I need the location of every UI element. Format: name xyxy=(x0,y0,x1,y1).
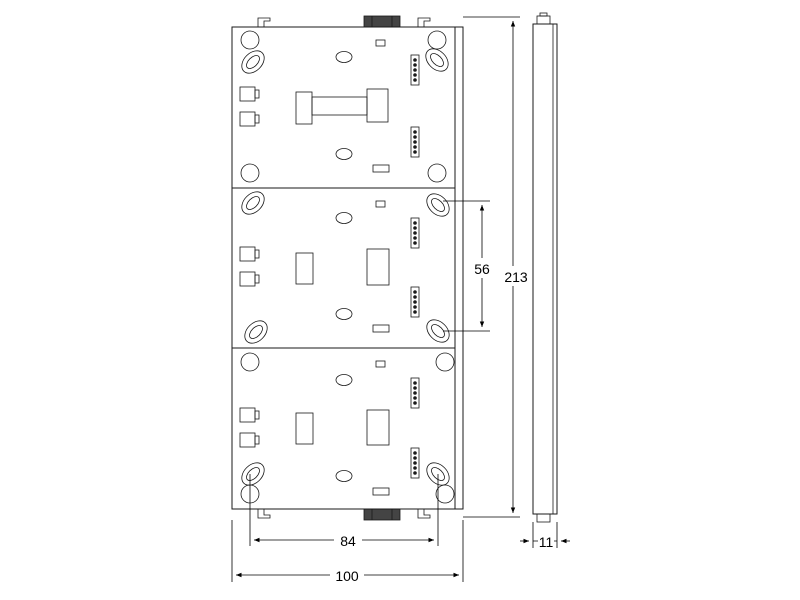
module-top xyxy=(231,26,456,189)
bottom-left-clip xyxy=(257,509,271,519)
dimension-hole-spacing-vertical: 56 xyxy=(443,200,494,332)
dimension-11-label: 11 xyxy=(539,534,554,550)
dimension-height-overall: 213 xyxy=(463,16,530,518)
dimension-56-label: 56 xyxy=(474,261,490,277)
dimension-213-label: 213 xyxy=(504,269,528,285)
side-view xyxy=(532,12,558,523)
bottom-right-clip xyxy=(417,509,431,519)
dimension-100-label: 100 xyxy=(335,568,359,584)
module-middle xyxy=(231,187,456,349)
dimension-hole-spacing-horizontal: 84 xyxy=(249,474,439,549)
front-view xyxy=(231,15,464,521)
top-connector xyxy=(363,15,401,28)
front-side-rail xyxy=(454,26,464,510)
bottom-connector xyxy=(363,508,401,521)
dimension-depth: 11 xyxy=(520,522,570,550)
dimension-84-label: 84 xyxy=(340,533,356,549)
module-bottom xyxy=(231,347,456,510)
top-left-clip xyxy=(257,17,271,27)
dimension-width-overall: 100 xyxy=(231,520,464,584)
top-right-clip xyxy=(417,17,431,27)
